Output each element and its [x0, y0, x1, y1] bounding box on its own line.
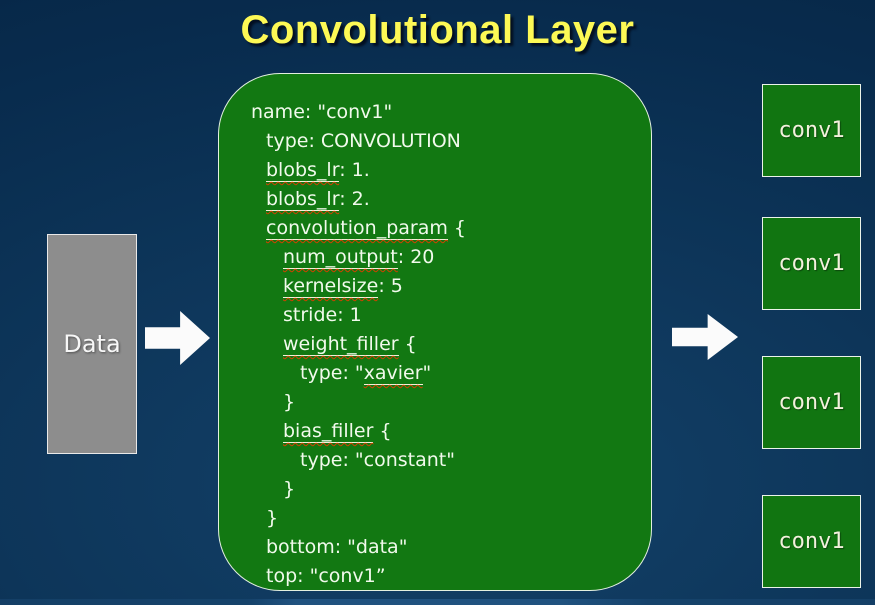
code-line: blobs_lr: 2.: [251, 185, 643, 214]
misspelled-token: xavier: [363, 362, 423, 385]
misspelled-token: weight_filler: [283, 333, 399, 356]
code-text: bottom: "data": [266, 536, 408, 558]
code-line: convolution_param {: [251, 214, 643, 243]
code-line: bias_filler {: [251, 417, 643, 446]
conv-output-label: conv1: [778, 251, 845, 276]
misspelled-token: convolution_param: [266, 217, 448, 240]
conv-output-box: conv1: [762, 495, 861, 588]
code-text: name: "conv1": [251, 101, 393, 123]
code-text: type: ": [300, 362, 364, 384]
code-text: }: [283, 478, 296, 500]
code-text: type: "constant": [300, 449, 455, 471]
code-text: type: CONVOLUTION: [266, 130, 461, 152]
code-text: stride: 1: [283, 304, 362, 326]
output-boxes-column: conv1 conv1 conv1 conv1: [762, 0, 861, 605]
code-text: {: [447, 217, 467, 239]
code-line: blobs_lr: 1.: [251, 156, 643, 185]
code-line: num_output: 20: [251, 243, 643, 272]
code-text: }: [283, 391, 296, 413]
conv-output-box: conv1: [762, 356, 861, 449]
code-line: name: "conv1": [251, 98, 643, 127]
code-line: type: "constant": [251, 446, 643, 475]
code-text: ": [422, 362, 432, 384]
conv-output-label: conv1: [778, 529, 845, 554]
misspelled-token: num_output: [283, 246, 398, 269]
data-input-label: Data: [63, 330, 121, 358]
code-text: : 2.: [339, 188, 370, 210]
code-text: {: [373, 420, 392, 442]
misspelled-token: blobs_lr: [266, 188, 340, 211]
conv-output-label: conv1: [778, 118, 845, 143]
conv-output-box: conv1: [762, 217, 861, 310]
code-line: top: "conv1”: [251, 562, 643, 591]
flow-arrow-right-icon: [672, 314, 738, 360]
code-text: {: [398, 333, 417, 355]
code-line: type: CONVOLUTION: [251, 127, 643, 156]
code-line: }: [251, 388, 643, 417]
code-text: : 5: [378, 275, 403, 297]
code-line: }: [251, 504, 643, 533]
code-line: type: "xavier": [251, 359, 643, 388]
code-text: top: "conv1”: [266, 565, 386, 587]
conv-output-label: conv1: [778, 390, 845, 415]
code-text: }: [266, 507, 279, 529]
slide-title: Convolutional Layer: [240, 8, 635, 52]
misspelled-token: bias_filler: [283, 420, 374, 443]
data-input-box: Data: [47, 234, 137, 454]
code-line: kernelsize: 5: [251, 272, 643, 301]
misspelled-token: blobs_lr: [266, 159, 340, 182]
misspelled-token: kernelsize: [283, 275, 379, 298]
code-line: }: [251, 475, 643, 504]
flow-arrow-right-icon: [145, 311, 210, 365]
code-line: stride: 1: [251, 301, 643, 330]
conv-output-box: conv1: [762, 84, 861, 177]
code-line: bottom: "data": [251, 533, 643, 562]
code-text: : 1.: [339, 159, 370, 181]
code-line: weight_filler {: [251, 330, 643, 359]
code-text: : 20: [397, 246, 435, 268]
bottom-glow-strip: [248, 599, 648, 605]
